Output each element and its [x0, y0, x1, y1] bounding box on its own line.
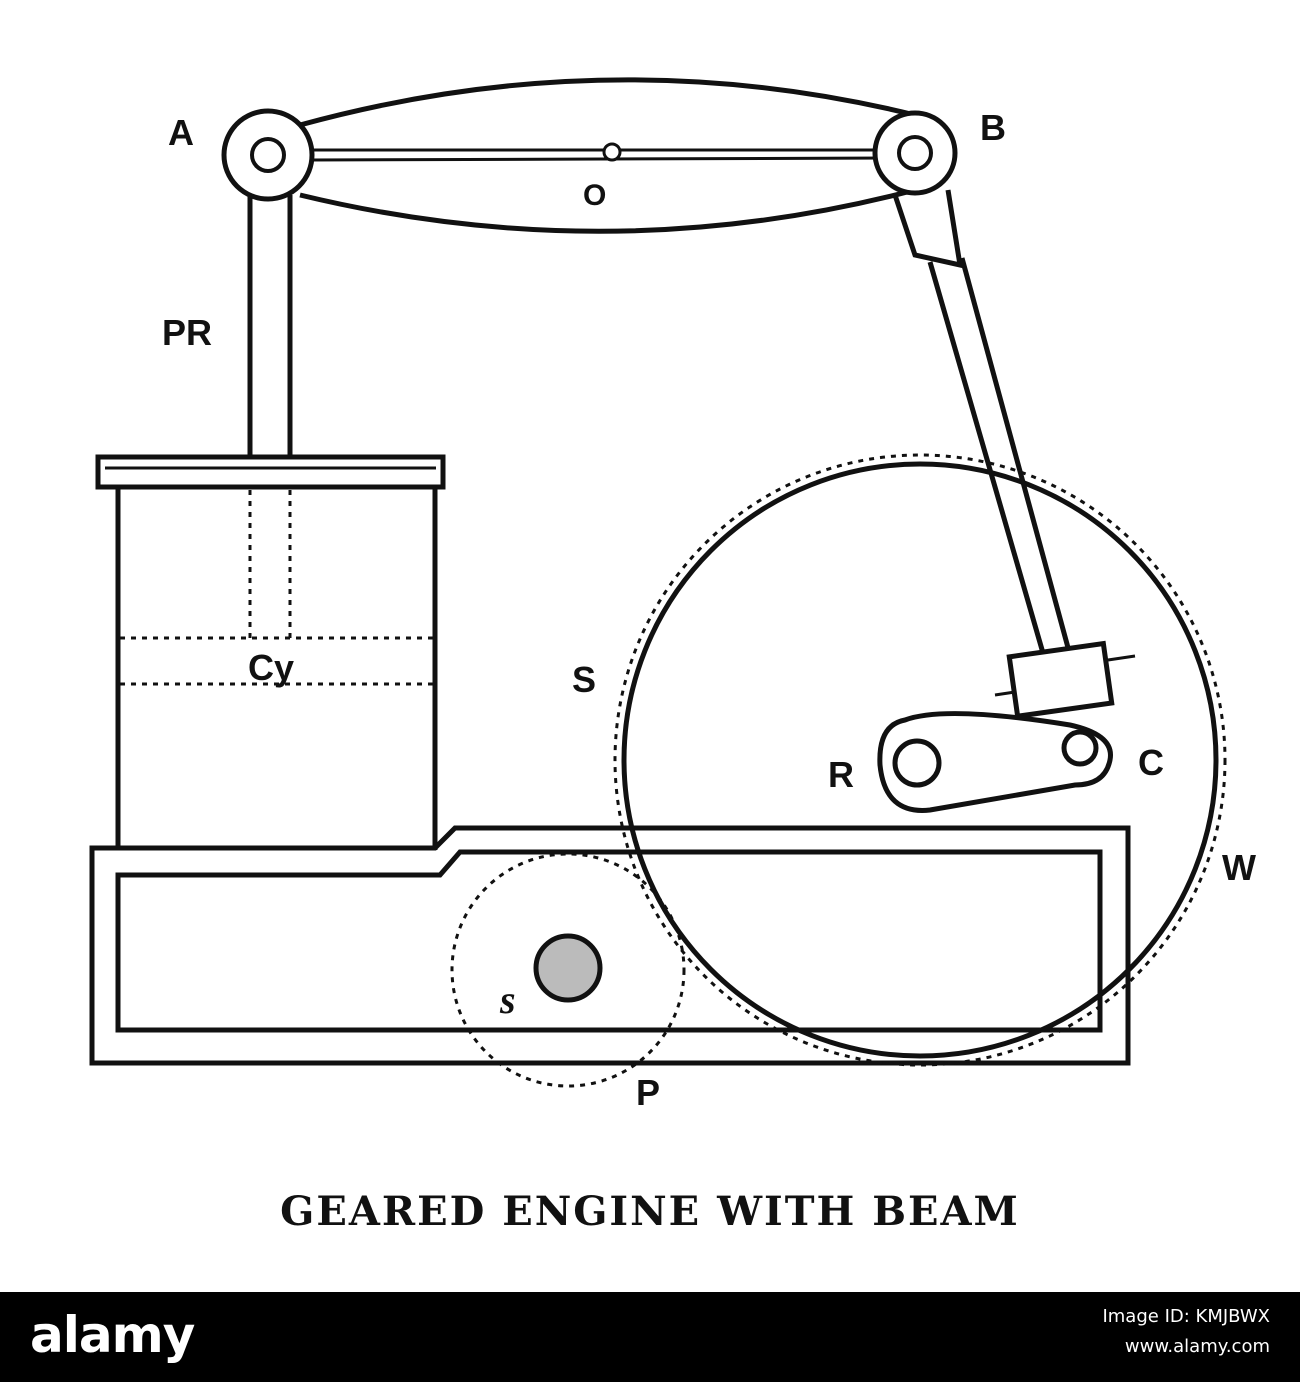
connecting-rod [892, 189, 1136, 720]
shaft-s [533, 933, 603, 1003]
label-s-lower: s [499, 977, 516, 1022]
crank [877, 711, 1113, 813]
site-url: www.alamy.com [1124, 1336, 1270, 1357]
base-frame [89, 825, 1131, 1066]
joint-b [872, 110, 958, 196]
joint-a [221, 108, 315, 202]
label-w: W [1222, 847, 1256, 888]
watermark-code: Image ID: KMJBWX www.alamy.com [1102, 1302, 1270, 1362]
pinion [450, 852, 686, 1088]
figure-caption: GEARED ENGINE WITH BEAM [280, 1188, 1020, 1235]
engine-diagram: A B O PR Cy S R C W s P [89, 77, 1256, 1113]
label-a: A [168, 112, 194, 153]
label-pr: PR [162, 312, 212, 353]
label-o: O [583, 179, 606, 212]
spur-wheel [613, 453, 1227, 1067]
label-b: B [980, 107, 1006, 148]
image-id: Image ID: KMJBWX [1102, 1306, 1270, 1327]
beam-pivot-o [602, 142, 622, 162]
label-s-upper: S [572, 659, 596, 700]
beam [299, 77, 916, 234]
cylinder [95, 454, 446, 850]
label-r: R [828, 754, 854, 795]
label-p: P [636, 1072, 660, 1113]
label-cy: Cy [248, 647, 294, 688]
watermark-logo: alamy [30, 1306, 195, 1364]
watermark-bar: alamy Image ID: KMJBWX www.alamy.com [0, 1292, 1300, 1382]
piston-rod [247, 195, 293, 640]
label-c: C [1138, 742, 1164, 783]
